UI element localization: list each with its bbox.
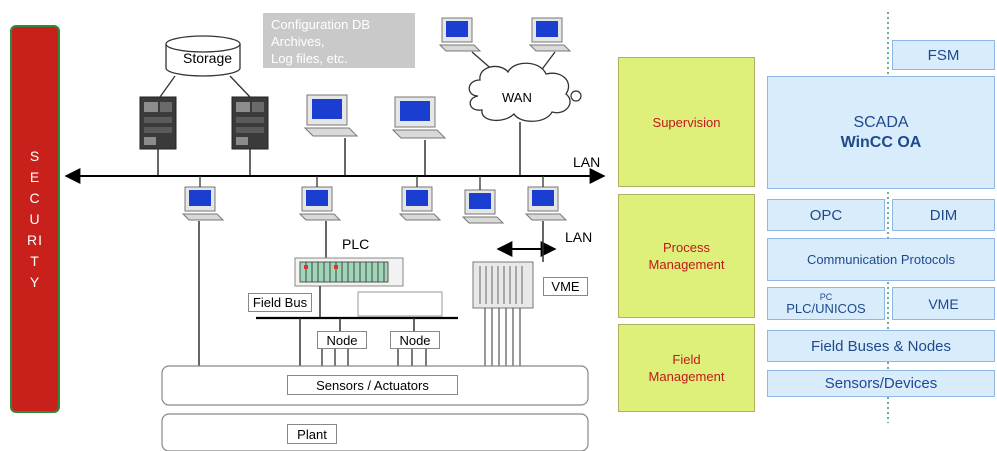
vme-device-label: VME [543,277,588,296]
level-process-label: Process [663,240,710,255]
workstation-icon [392,96,446,139]
wan-cloud [468,62,571,122]
bus-device-box [357,291,443,317]
plc-label: PLC [342,236,370,252]
operator-pc-icon [182,186,224,221]
scada-title: SCADA [853,113,909,131]
level-supervision: Supervision [618,57,755,187]
dim-box: DIM [892,199,995,231]
vme-crate [472,261,534,309]
field-bus-label: Field Bus [248,293,312,312]
vme-box: VME [892,287,995,320]
config-db-line: Configuration DB [271,17,370,32]
server-icon [231,96,269,150]
security-letter: RI [27,231,43,248]
operator-pc-icon [525,186,567,221]
fsm-box: FSM [892,40,995,70]
security-bar: S E C U RI T Y [10,25,60,413]
level-process-management: Process Management [618,194,755,318]
config-db-line: Archives, [271,34,325,49]
field-buses-nodes-box: Field Buses & Nodes [767,330,995,362]
operator-pc-icon [299,186,341,221]
node-label: Node [317,331,367,349]
sensors-devices-box: Sensors/Devices [767,370,995,397]
plc-unicos-box: PC PLC/UNICOS [767,287,885,320]
security-letter: T [30,252,40,269]
workstation-icon [304,94,358,137]
operator-pc-icon [462,189,504,224]
plant-box [161,413,589,451]
remote-pc-icon [529,17,571,52]
config-db-note: Configuration DB Archives, Log files, et… [263,13,415,68]
level-field-label: Management [648,369,725,384]
plc-rack [294,257,404,287]
sensors-actuators-label: Sensors / Actuators [287,375,458,395]
wan-label: WAN [502,90,532,105]
security-letter: C [29,189,41,206]
pc-small-label: PC [819,292,833,302]
plc-unicos-label: PLC/UNICOS [786,301,866,316]
level-field-management: Field Management [618,324,755,412]
server-icon [139,96,177,150]
scada-product: WinCC OA [840,133,922,151]
level-process-label: Management [648,257,725,272]
config-db-line: Log files, etc. [271,51,348,66]
security-letter: E [29,168,41,185]
lan-label: LAN [573,154,601,170]
remote-pc-icon [439,17,481,52]
security-letter: U [29,210,41,227]
security-letter: S [29,147,41,164]
level-field-label: Field [672,352,701,367]
communication-protocols-box: Communication Protocols [767,238,995,281]
storage-cylinder [165,35,241,77]
level-supervision-label: Supervision [652,114,721,130]
plant-label: Plant [287,424,337,444]
node-label: Node [390,331,440,349]
scada-box: SCADA WinCC OA [767,76,995,189]
security-letter: Y [29,273,41,290]
lan-vme-label: LAN [565,229,593,245]
storage-label: Storage [183,50,233,66]
operator-pc-icon [399,186,441,221]
opc-box: OPC [767,199,885,231]
